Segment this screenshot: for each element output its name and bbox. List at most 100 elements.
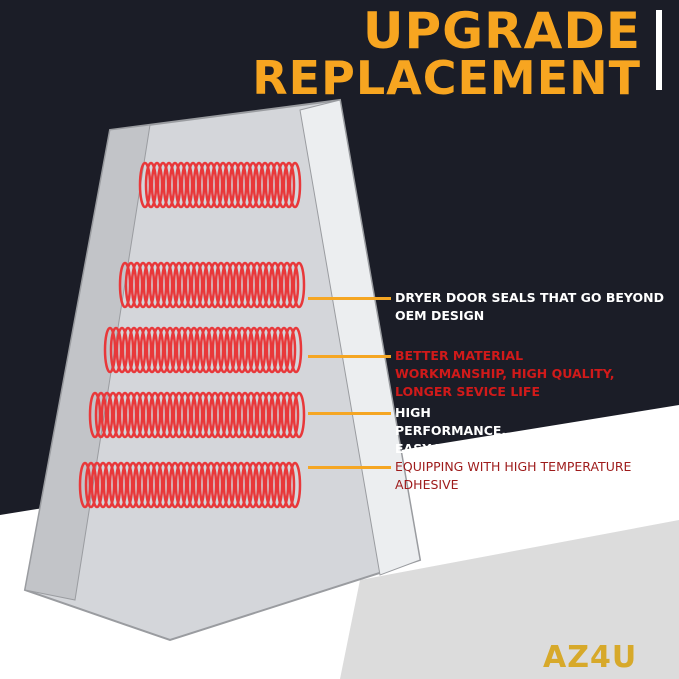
coil-loop [229,326,243,374]
coil-loop [138,161,152,209]
coil-loop [112,391,126,439]
coil-loop [175,326,189,374]
coil-loop [276,461,290,509]
coil-loop [196,391,210,439]
coil-loop [259,326,273,374]
coil-loop [103,326,117,374]
coil-loop [234,161,248,209]
coil-loop [256,261,270,309]
coil-loop [280,391,294,439]
coil-loop [220,391,234,439]
coil-loop [262,261,276,309]
coil-loop [292,391,306,439]
coil-loop [280,261,294,309]
coil-loop [148,391,162,439]
coil-loop [130,391,144,439]
coil-loop [198,461,212,509]
coil-loop [151,326,165,374]
coil-loop [102,461,116,509]
coil-loop [214,391,228,439]
coil-loop [144,461,158,509]
coil-loop [222,161,236,209]
coil-loop [160,391,174,439]
coil-loop [232,391,246,439]
coil-loop [138,461,152,509]
coil-loop [136,261,150,309]
coil-loop [210,161,224,209]
coil-loop [202,391,216,439]
coil-loop [178,391,192,439]
coil-loop [78,461,92,509]
coil-loop [136,391,150,439]
coil-loop [235,326,249,374]
coil-loop [190,261,204,309]
coil-loop [94,391,108,439]
coil-loop [228,461,242,509]
coil-loop [192,461,206,509]
coil-loop [256,391,270,439]
callout-line [308,297,391,300]
coil-loop [126,461,140,509]
coil-loop [133,326,147,374]
coil-loop [148,261,162,309]
coil-loop [157,326,171,374]
coil-loop [139,326,153,374]
coil-loop [258,461,272,509]
coil-loop [228,161,242,209]
coil-loop [160,261,174,309]
coil-loop [208,391,222,439]
feature-4: EQUIPPING WITH HIGH TEMPERATURE ADHESIVE [395,459,632,492]
coil-loop [196,261,210,309]
coil-loop [240,461,254,509]
coil-loop [244,261,258,309]
coil-loop [288,461,302,509]
coil-loop [216,161,230,209]
coil-loop [90,461,104,509]
coil-loop [216,461,230,509]
coil-loop [211,326,225,374]
coil-loop [187,326,201,374]
coil-loop [202,261,216,309]
coil-loop [193,326,207,374]
coil-loop [190,391,204,439]
coil-loop [223,326,237,374]
brand-logo: AZ4U [543,640,638,675]
coil-loop [286,391,300,439]
coil-loop [150,461,164,509]
coil-loop [199,326,213,374]
coil-loop [109,326,123,374]
callout-line [308,412,391,415]
coil-loop [283,326,297,374]
coil-loop [252,161,266,209]
coil-loop [214,261,228,309]
coil-loop [108,461,122,509]
coil-loop [240,161,254,209]
coil-loop [118,261,132,309]
coil-loop [262,391,276,439]
coil-loop [208,261,222,309]
coil-loop [271,326,285,374]
coil-loop [253,326,267,374]
coil-loop [246,161,260,209]
coil-loop [168,161,182,209]
coil-loop [247,326,261,374]
headline-line-2: REPLACEMENT [252,51,641,105]
coil-loop [100,391,114,439]
coil-loop [163,326,177,374]
coil-loop [270,461,284,509]
coil-loop [277,326,291,374]
coil-loop [268,261,282,309]
coil-loop [222,461,236,509]
coil-loop [150,161,164,209]
feature-3: HIGH PERFORMANCE, EASY TO INSTALL [395,405,517,456]
coil-loop [145,326,159,374]
headline-line-1: UPGRADE [362,2,641,60]
coil-loop [118,391,132,439]
coil-loop [292,261,306,309]
coil-loop [106,391,120,439]
coil-loop [210,461,224,509]
coil-loop [124,261,138,309]
coil-loop [172,261,186,309]
coil-loop [217,326,231,374]
